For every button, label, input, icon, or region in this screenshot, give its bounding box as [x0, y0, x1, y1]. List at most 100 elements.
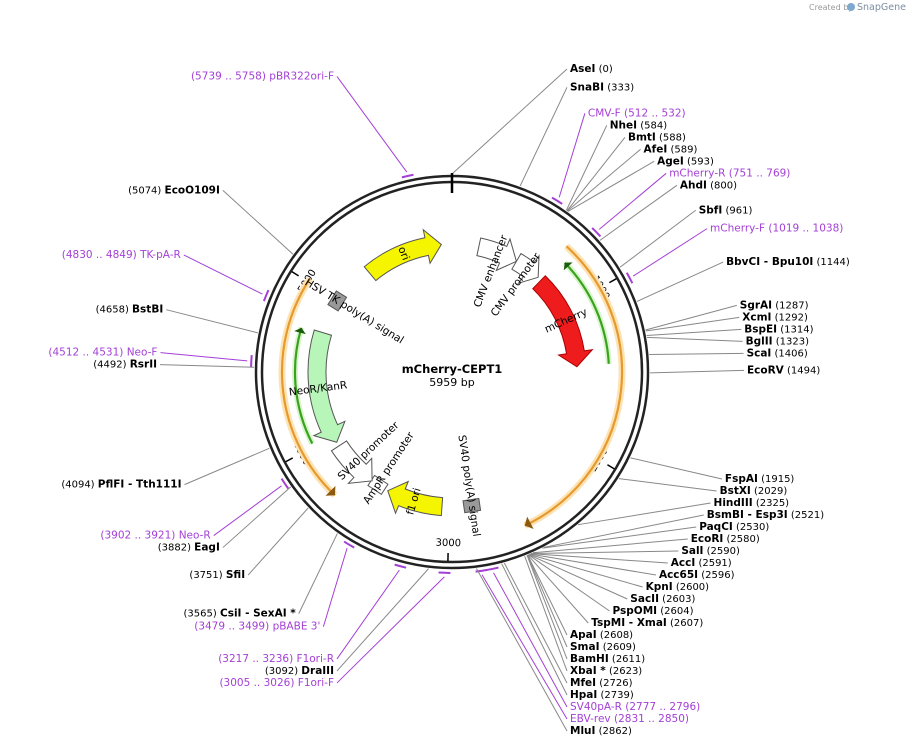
enzyme-label: NheI (584)	[610, 119, 667, 131]
enzyme-label: MluI (2862)	[570, 725, 632, 737]
enzyme-label-text: AfeI (589)	[644, 143, 698, 155]
enzyme-label: BstXI (2029)	[720, 485, 788, 497]
feature-arrow	[387, 480, 444, 517]
feature-arrow	[330, 440, 373, 485]
primer-label-text: (3005 .. 3026) F1ori-F	[219, 677, 334, 689]
enzyme-name: SnaBI	[570, 81, 604, 93]
primer-leader-line	[336, 76, 408, 173]
enzyme-leader-line	[599, 184, 678, 241]
enzyme-label-text: (3882) EagI	[158, 542, 220, 554]
feature-label: ori	[395, 245, 411, 262]
primer-name: Neo-R	[179, 530, 211, 542]
enzyme-name: SbfI	[699, 204, 723, 216]
enzyme-label: HpaI (2739)	[570, 689, 634, 701]
enzyme-name: EcoRI	[691, 533, 724, 545]
enzyme-label: ApaI (2608)	[570, 629, 633, 641]
enzyme-leader-line	[336, 568, 429, 672]
primer-range: (512 .. 532)	[624, 107, 686, 119]
enzyme-leader-line	[630, 457, 723, 480]
enzyme-position: (4094)	[61, 480, 94, 491]
enzyme-name: SacII	[630, 593, 659, 605]
primer-leader-line	[160, 352, 248, 362]
enzyme-position: (1406)	[775, 348, 808, 359]
enzyme-label: (4492) RsrII	[93, 359, 157, 371]
primer-range: (3217 .. 3236)	[218, 653, 293, 665]
enzyme-leader-line	[646, 328, 742, 337]
enzyme-label-text: SnaBI (333)	[570, 81, 634, 93]
primer-label-text: EBV-rev (2831 .. 2850)	[570, 713, 689, 725]
scale-tick-mark	[609, 278, 617, 284]
enzyme-label-text: TspMI - XmaI (2607)	[591, 617, 703, 629]
enzyme-leader-line	[160, 364, 255, 368]
enzyme-name: BbvCI	[726, 256, 760, 268]
enzyme-name: AhdI	[680, 179, 707, 191]
enzyme-position: (800)	[710, 180, 737, 191]
enzyme-position: (2623)	[609, 666, 642, 677]
primer-range: (4830 .. 4849)	[62, 249, 137, 261]
plasmid-length: 5959 bp	[429, 376, 474, 389]
enzyme-position: (2603)	[662, 594, 695, 605]
enzyme-label-text: MfeI (2726)	[570, 677, 633, 689]
enzyme-leader-line	[649, 352, 744, 356]
primer-name: CMV-F	[588, 107, 621, 119]
enzyme-name: BglII	[746, 335, 773, 347]
primer-leader-line	[183, 254, 263, 295]
primer-name: Neo-F	[127, 347, 158, 359]
gap: -	[744, 509, 756, 521]
enzyme-leader-line	[566, 136, 626, 212]
enzyme-name: AccI	[671, 557, 695, 569]
enzyme-position: (1323)	[776, 336, 809, 347]
enzyme-label-text: BbvCI - Bpu10I (1144)	[726, 256, 850, 268]
enzyme-label: SmaI (2609)	[570, 641, 636, 653]
primer-range: (2831 .. 2850)	[614, 713, 689, 725]
enzyme-leader-line	[526, 555, 568, 660]
enzyme-label: KpnI (2600)	[646, 581, 710, 593]
enzyme-leader-line	[527, 554, 589, 624]
enzyme-label: (3092) DraIII	[265, 665, 334, 677]
enzyme-position: (3882)	[158, 543, 191, 554]
enzyme-name: SalI	[681, 545, 703, 557]
gap: -	[625, 617, 637, 629]
enzyme-label: (4658) BstBI	[96, 304, 164, 316]
enzyme-name: AgeI	[657, 155, 684, 167]
enzyme-label-text: (3092) DraIII	[265, 665, 334, 677]
feature-arrow	[476, 237, 517, 272]
enzyme-position: (2029)	[754, 486, 787, 497]
enzyme-name: NheI	[610, 119, 637, 131]
enzyme-position: (2580)	[727, 534, 760, 545]
feature-label: SV40 poly(A) signal	[455, 434, 482, 537]
snapgene-logo-icon	[847, 3, 855, 11]
enzyme-label: BbvCI - Bpu10I (1144)	[726, 256, 850, 268]
enzyme-label: FspAI (1915)	[725, 473, 795, 485]
enzyme-name: BmtI	[628, 131, 656, 143]
enzyme-label-text: BstXI (2029)	[720, 485, 788, 497]
enzyme-position: (1314)	[780, 324, 813, 335]
primer-site-mark	[250, 355, 253, 367]
enzyme-label-text: ScaI (1406)	[747, 347, 808, 359]
enzyme-leader-line	[503, 562, 568, 684]
primer-site-mark	[486, 566, 499, 571]
primer-range: (4512 .. 4531)	[48, 347, 123, 359]
enzyme-label-text: BsmBI - Esp3I (2521)	[707, 509, 824, 521]
plasmid-name: mCherry-CEPT1	[402, 362, 503, 376]
primer-site-mark	[475, 568, 488, 573]
enzyme-position: (3092)	[265, 666, 298, 677]
enzyme-name: SfiI	[226, 569, 245, 581]
primer-label: mCherry-F (1019 .. 1038)	[710, 223, 843, 235]
primer-label-text: (3479 .. 3499) pBABE 3'	[194, 621, 320, 633]
enzyme-label-text: ApaI (2608)	[570, 629, 633, 641]
enzyme-name: BamHI	[570, 653, 609, 665]
enzyme-name: SgrAI	[740, 299, 772, 311]
feature-arrow	[307, 329, 346, 443]
primer-leader-line	[336, 576, 445, 684]
enzyme-leader-line	[649, 369, 745, 374]
primer-range: (3479 .. 3499)	[194, 621, 269, 633]
enzyme-position: (2530)	[736, 522, 769, 533]
enzyme-name: DraIII	[301, 665, 334, 677]
enzyme-label: BamHI (2611)	[570, 653, 645, 665]
primer-range: (751 .. 769)	[729, 167, 791, 179]
primer-bind-arc	[293, 327, 314, 445]
enzyme-leader-line	[524, 556, 568, 672]
enzyme-label: XbaI * (2623)	[570, 665, 642, 677]
